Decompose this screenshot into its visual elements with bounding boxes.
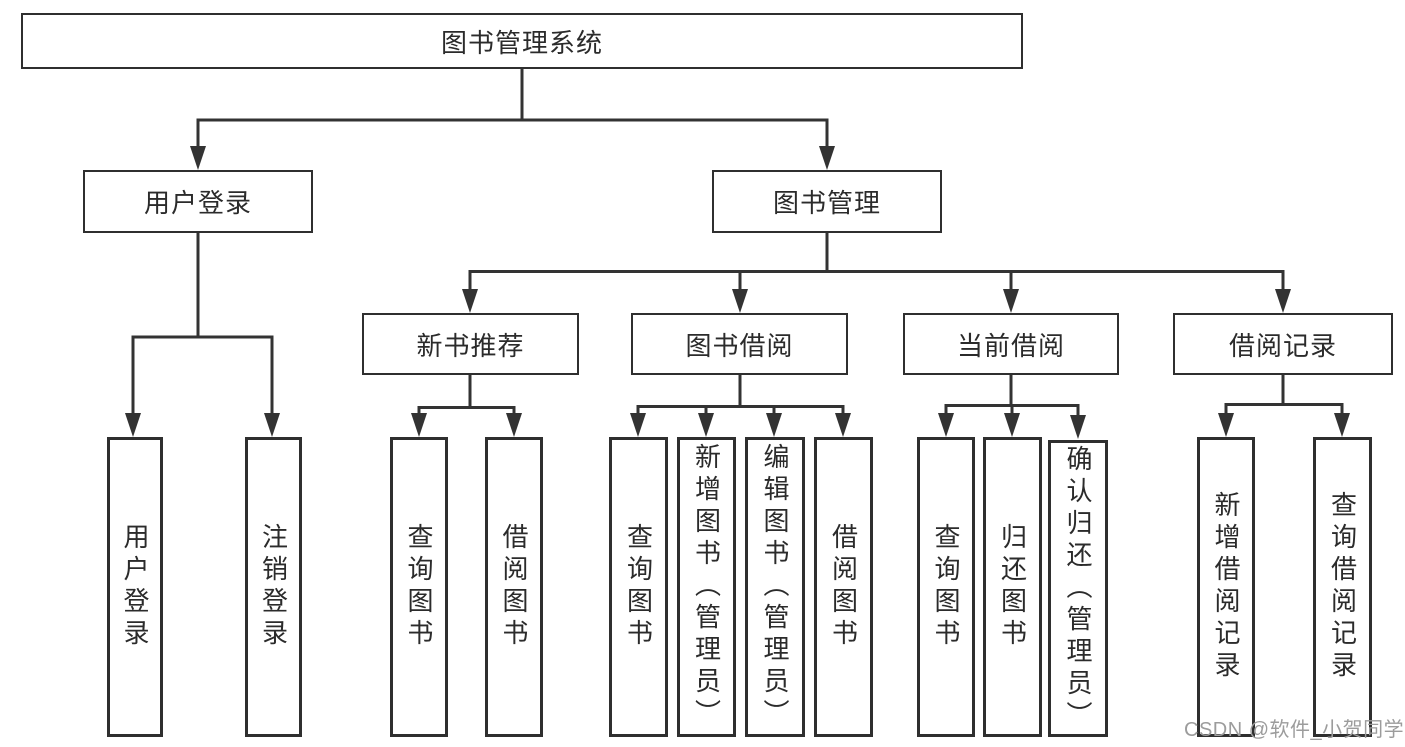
node-library-management-system: 图书管理系统 bbox=[21, 13, 1023, 69]
csdn-watermark: CSDN @软件_小贺同学 bbox=[1184, 719, 1405, 741]
leaf-borrow-add-books-admin: 新增图书（管理员） bbox=[677, 437, 736, 737]
leaf-borrow-borrow-books: 借阅图书 bbox=[814, 437, 873, 737]
node-book-borrow: 图书借阅 bbox=[631, 313, 848, 375]
node-borrow-records: 借阅记录 bbox=[1173, 313, 1393, 375]
leaf-label: 归还图书 bbox=[997, 523, 1028, 651]
node-label: 图书管理系统 bbox=[440, 27, 603, 58]
node-new-book-recommend: 新书推荐 bbox=[362, 313, 579, 375]
leaf-records-query-record: 查询借阅记录 bbox=[1313, 437, 1372, 737]
leaf-label: 新增图书（管理员） bbox=[691, 443, 722, 731]
leaf-newbook-query-books: 查询图书 bbox=[390, 437, 448, 737]
node-label: 新书推荐 bbox=[416, 330, 525, 361]
leaf-label: 注销登录 bbox=[258, 523, 289, 651]
leaf-label: 查询图书 bbox=[623, 523, 654, 651]
leaf-user-login: 用户登录 bbox=[107, 437, 163, 737]
node-book-management-branch: 图书管理 bbox=[712, 170, 942, 233]
node-label: 借阅记录 bbox=[1228, 330, 1337, 361]
node-label: 当前借阅 bbox=[956, 330, 1065, 361]
node-label: 用户登录 bbox=[143, 188, 252, 218]
leaf-current-return-books: 归还图书 bbox=[983, 437, 1042, 737]
leaf-label: 确认归还（管理员） bbox=[1063, 444, 1093, 733]
leaf-label: 借阅图书 bbox=[499, 523, 529, 651]
node-label: 图书借阅 bbox=[685, 330, 794, 361]
leaf-label: 新增借阅记录 bbox=[1211, 491, 1241, 683]
leaf-label: 查询借阅记录 bbox=[1327, 491, 1358, 683]
leaf-label: 查询图书 bbox=[404, 523, 434, 651]
leaf-current-confirm-return-admin: 确认归还（管理员） bbox=[1048, 440, 1108, 737]
node-label: 图书管理 bbox=[772, 188, 881, 218]
node-user-login-branch: 用户登录 bbox=[83, 170, 313, 233]
node-current-borrow: 当前借阅 bbox=[903, 313, 1119, 375]
leaf-label: 借阅图书 bbox=[828, 523, 859, 651]
leaf-label: 用户登录 bbox=[120, 523, 150, 651]
leaf-records-add-record: 新增借阅记录 bbox=[1197, 437, 1255, 737]
leaf-newbook-borrow-books: 借阅图书 bbox=[485, 437, 543, 737]
leaf-borrow-query-books: 查询图书 bbox=[609, 437, 668, 737]
leaf-label: 编辑图书（管理员） bbox=[760, 443, 790, 731]
leaf-borrow-edit-books-admin: 编辑图书（管理员） bbox=[745, 437, 805, 737]
arrowheads bbox=[125, 146, 1350, 439]
leaf-logout: 注销登录 bbox=[245, 437, 302, 737]
leaf-current-query-books: 查询图书 bbox=[917, 437, 975, 737]
leaf-label: 查询图书 bbox=[931, 523, 961, 651]
